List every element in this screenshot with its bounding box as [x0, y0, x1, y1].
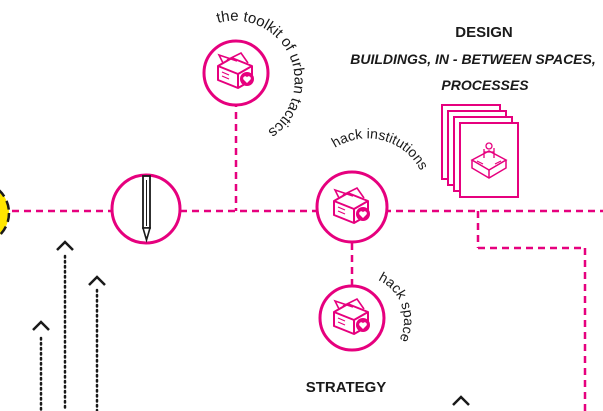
hack-institutions-node	[315, 170, 389, 244]
design-title: DESIGN	[455, 24, 513, 41]
highlighted-node	[0, 189, 11, 237]
pencil-icon	[141, 175, 152, 243]
design-subtitle-line2: PROCESSES	[441, 77, 529, 93]
design-documents-icon	[441, 104, 519, 198]
pencil-node	[110, 173, 182, 245]
hack-institutions-label: hack institutions	[328, 125, 431, 172]
design-subtitle-line1: BUILDINGS, IN - BETWEEN SPACES,	[350, 51, 596, 67]
upward-arrows	[32, 240, 470, 411]
strategy-label: STRATEGY	[306, 379, 387, 396]
hack-space-node	[318, 284, 386, 352]
toolkit-node	[202, 39, 270, 107]
